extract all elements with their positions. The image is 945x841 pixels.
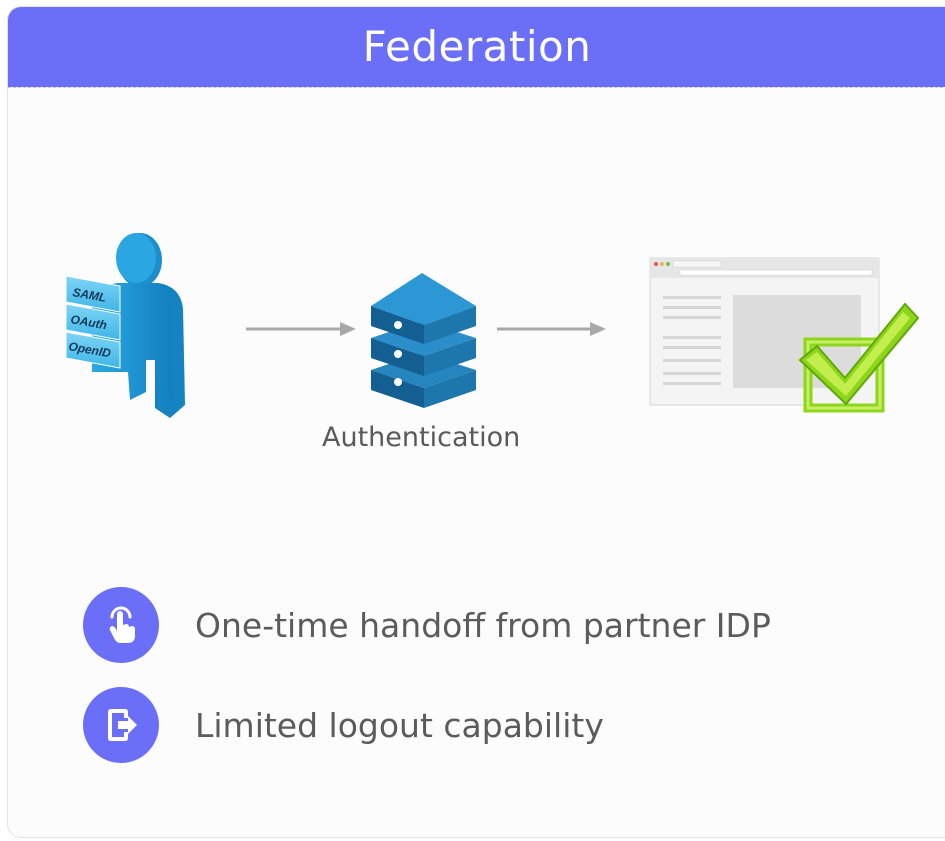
logout-icon <box>83 687 159 763</box>
feature-limited-logout: Limited logout capability <box>83 687 604 763</box>
tag-saml: SAML <box>71 285 107 305</box>
feature-text: One-time handoff from partner IDP <box>195 605 771 645</box>
card-title: Federation <box>362 21 592 71</box>
arrow-to-app <box>497 322 606 336</box>
feature-text: Limited logout capability <box>195 705 604 745</box>
card-header: Federation <box>8 7 945 88</box>
feature-one-time-handoff: One-time handoff from partner IDP <box>83 587 771 663</box>
server-icon <box>371 273 476 408</box>
tag-oauth: OAuth <box>69 312 108 332</box>
user-icon: SAML OAuth OpenID <box>65 233 185 418</box>
arrow-to-server <box>246 322 356 336</box>
federation-card: Federation <box>7 6 945 838</box>
authentication-label: Authentication <box>322 422 521 453</box>
hand-pointer-icon <box>83 587 159 663</box>
check-icon <box>798 302 920 413</box>
protocol-tags: SAML OAuth OpenID <box>65 275 121 369</box>
